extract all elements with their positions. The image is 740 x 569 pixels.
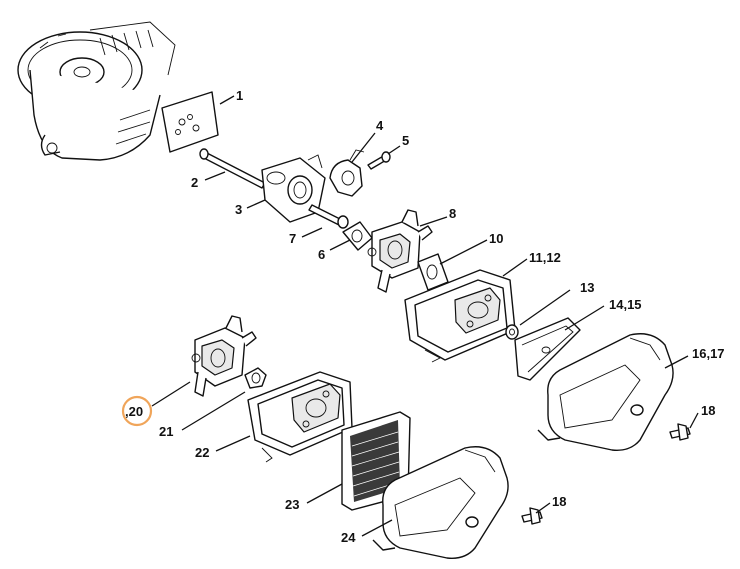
- leader-18-lower: [535, 502, 551, 514]
- engine-crankcase: [17, 21, 176, 161]
- leader-10: [439, 239, 488, 265]
- leader-21: [181, 391, 246, 431]
- fitting-21: [244, 367, 267, 389]
- carburetor-lower: [191, 315, 257, 397]
- small-screw-5: [367, 151, 391, 170]
- callout-16-17[interactable]: 16,17: [692, 346, 725, 361]
- stud-bolt: [199, 148, 266, 189]
- callout-21[interactable]: 21: [159, 424, 173, 439]
- callout-8[interactable]: 8: [449, 206, 456, 221]
- carburetor-gasket: [417, 253, 449, 291]
- long-screw-7: [308, 204, 349, 229]
- carburetor-upper: [367, 209, 433, 293]
- leader-1: [219, 95, 235, 105]
- callout-11-12[interactable]: 11,12: [529, 250, 561, 265]
- callout-24[interactable]: 24: [341, 530, 356, 545]
- callout-2[interactable]: 2: [191, 175, 198, 190]
- callout-23[interactable]: 23: [285, 497, 299, 512]
- leader-7: [301, 227, 323, 238]
- callout-13[interactable]: 13: [580, 280, 594, 295]
- leader-5: [387, 145, 401, 155]
- leader-18-upper: [689, 412, 699, 429]
- filter-plate-upper: [514, 317, 581, 381]
- leader-11-12: [502, 258, 528, 277]
- clamp-bracket: [329, 149, 365, 197]
- air-filter-housing-lower: [247, 371, 353, 463]
- leader-2: [204, 171, 226, 181]
- screw-18-upper: [669, 423, 691, 441]
- leader-13: [519, 289, 571, 326]
- callout-14-15[interactable]: 14,15: [609, 297, 642, 312]
- callout-18-lower[interactable]: 18: [552, 494, 566, 509]
- callout-labels: 1 2 3 4 5 6 7 8 10 11,12 13 14,15 16,17 …: [125, 88, 725, 545]
- filter-cover-upper: [537, 333, 674, 451]
- leader-23: [306, 483, 343, 504]
- leader-6: [329, 239, 351, 251]
- leader-16-17: [664, 355, 689, 369]
- callout-4[interactable]: 4: [376, 118, 384, 133]
- callout-7[interactable]: 7: [289, 231, 296, 246]
- callout-10[interactable]: 10: [489, 231, 503, 246]
- filter-cover-lower: [372, 446, 509, 559]
- highlight-ring: [121, 395, 153, 427]
- nut-13: [505, 324, 519, 340]
- gasket-plate: [161, 91, 219, 153]
- callout-1[interactable]: 1: [236, 88, 243, 103]
- leader-8: [419, 216, 448, 227]
- callout-3[interactable]: 3: [235, 202, 242, 217]
- leader-4: [351, 132, 376, 163]
- leader-24: [361, 519, 393, 537]
- leader-3: [246, 199, 266, 209]
- callout-20[interactable]: ,20: [125, 404, 143, 419]
- callout-5[interactable]: 5: [402, 133, 409, 148]
- air-filter-housing-upper: [404, 269, 516, 363]
- leader-14-15: [564, 305, 605, 331]
- callout-18-upper[interactable]: 18: [701, 403, 715, 418]
- leader-22: [215, 435, 251, 452]
- leader-lines: [151, 95, 699, 537]
- leader-20: [151, 381, 191, 407]
- callout-6[interactable]: 6: [318, 247, 325, 262]
- callout-22[interactable]: 22: [195, 445, 209, 460]
